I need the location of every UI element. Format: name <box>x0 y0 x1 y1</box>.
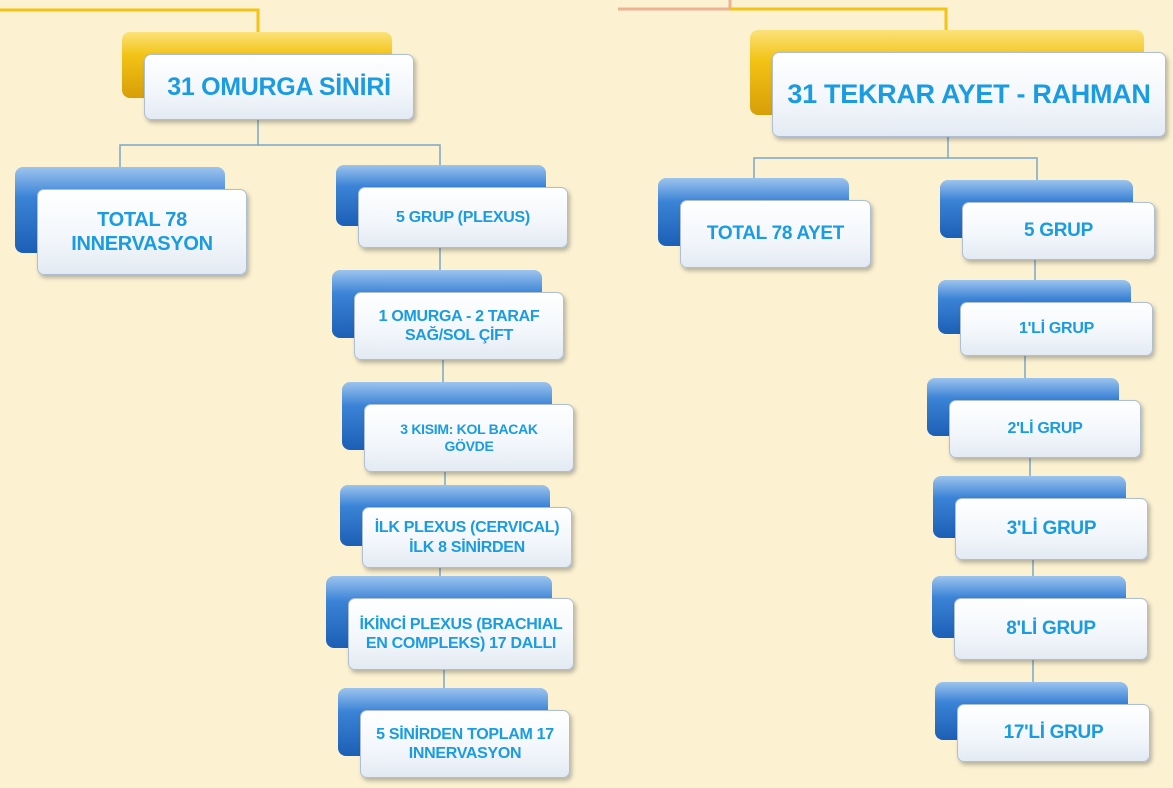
right-chain-node-6: 17'Lİ GRUP <box>935 682 1150 762</box>
right-chain-node-3: 2'Lİ GRUP <box>927 378 1141 458</box>
right-top-connector-gold <box>730 7 948 36</box>
right-chain-label-5: 8'Lİ GRUP <box>1006 617 1096 639</box>
left-chain-label-6: 5 SİNİRDEN TOPLAM 17 INNERVASYON <box>376 725 554 762</box>
right-total-label: TOTAL 78 AYET <box>706 222 845 244</box>
left-root-label: 31 OMURGA SİNİRİ <box>167 73 391 101</box>
right-root-branch <box>753 135 949 180</box>
right-chain-node-2: 1'Lİ GRUP <box>938 280 1153 356</box>
left-chain-label-2: 1 OMURGA - 2 TARAF SAĞ/SOL ÇİFT <box>378 307 540 344</box>
left-root-branch-2 <box>258 144 441 170</box>
right-chain-label-2: 1'Lİ GRUP <box>1019 320 1094 338</box>
left-top-connector <box>0 8 260 38</box>
left-chain-label-1: 5 GRUP (PLEXUS) <box>396 208 530 226</box>
left-total-node: TOTAL 78 INNERVASYON <box>15 167 247 275</box>
left-chain-label-3: 3 KISIM: KOL BACAK GÖVDE <box>400 421 538 454</box>
left-chain-node-6: 5 SİNİRDEN TOPLAM 17 INNERVASYON <box>338 688 570 778</box>
right-root-branch-2 <box>948 157 1038 182</box>
left-chain-node-3: 3 KISIM: KOL BACAK GÖVDE <box>342 382 574 472</box>
right-chain-label-3: 2'Lİ GRUP <box>1007 420 1083 438</box>
left-chain-node-4: İLK PLEXUS (CERVICAL) İLK 8 SİNİRDEN <box>340 485 572 568</box>
right-chain-label-1: 5 GRUP <box>1024 219 1093 241</box>
left-root-branch <box>119 118 259 170</box>
right-root-label: 31 TEKRAR AYET - RAHMAN <box>787 79 1151 110</box>
left-chain-node-2: 1 OMURGA - 2 TARAF SAĞ/SOL ÇİFT <box>332 270 564 360</box>
right-chain-node-4: 3'Lİ GRUP <box>933 476 1148 560</box>
right-chain-label-4: 3'Lİ GRUP <box>1006 517 1097 539</box>
right-chain-label-6: 17'Lİ GRUP <box>1003 721 1104 743</box>
left-chain-node-5: İKİNCİ PLEXUS (BRACHIAL EN COMPLEKS) 17 … <box>326 576 574 670</box>
left-total-label: TOTAL 78 INNERVASYON <box>71 209 213 255</box>
left-chain-node-1: 5 GRUP (PLEXUS) <box>336 165 568 248</box>
left-chain-label-5: İKİNCİ PLEXUS (BRACHIAL EN COMPLEKS) 17 … <box>359 615 563 652</box>
right-total-node: TOTAL 78 AYET <box>658 178 871 268</box>
right-chain-node-1: 5 GRUP <box>940 180 1155 260</box>
left-chain-label-4: İLK PLEXUS (CERVICAL) İLK 8 SİNİRDEN <box>374 519 560 556</box>
right-chain-node-5: 8'Lİ GRUP <box>932 576 1148 660</box>
left-root-node: 31 OMURGA SİNİRİ <box>122 32 414 120</box>
right-root-node: 31 TEKRAR AYET - RAHMAN <box>750 30 1166 137</box>
